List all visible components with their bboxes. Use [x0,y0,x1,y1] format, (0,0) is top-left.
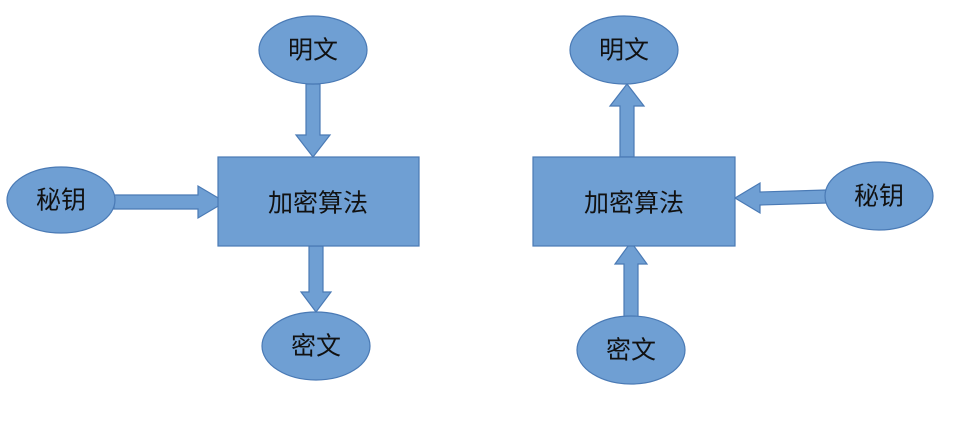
dec-key-label: 秘钥 [854,182,904,211]
enc-plaintext-node: 明文 [258,15,368,85]
encryption-diagram: 明文 秘钥 加密算法 密文 [6,15,420,381]
enc-key-label: 秘钥 [36,186,86,215]
enc-algorithm-label: 加密算法 [268,189,368,218]
dec-algorithm-to-plaintext-arrow [608,83,646,158]
decryption-diagram: 明文 加密算法 秘钥 密文 [532,15,934,385]
enc-ciphertext-label: 密文 [291,332,341,361]
enc-key-to-algorithm-arrow [113,184,227,220]
dec-key-to-algorithm-arrow [733,181,827,215]
dec-plaintext-node: 明文 [569,15,679,85]
enc-ciphertext-node: 密文 [261,311,371,381]
dec-plaintext-label: 明文 [599,36,649,65]
enc-plaintext-label: 明文 [288,36,338,65]
dec-algorithm-label: 加密算法 [584,189,684,218]
enc-plaintext-to-algorithm-arrow [294,83,332,158]
dec-ciphertext-label: 密文 [606,336,656,365]
dec-ciphertext-to-algorithm-arrow [613,240,649,319]
dec-algorithm-node: 加密算法 [532,156,736,247]
enc-key-node: 秘钥 [6,166,116,234]
enc-algorithm-node: 加密算法 [217,156,420,247]
dec-ciphertext-node: 密文 [576,315,686,385]
dec-key-node: 秘钥 [824,161,934,231]
enc-algorithm-to-ciphertext-arrow [299,245,333,313]
